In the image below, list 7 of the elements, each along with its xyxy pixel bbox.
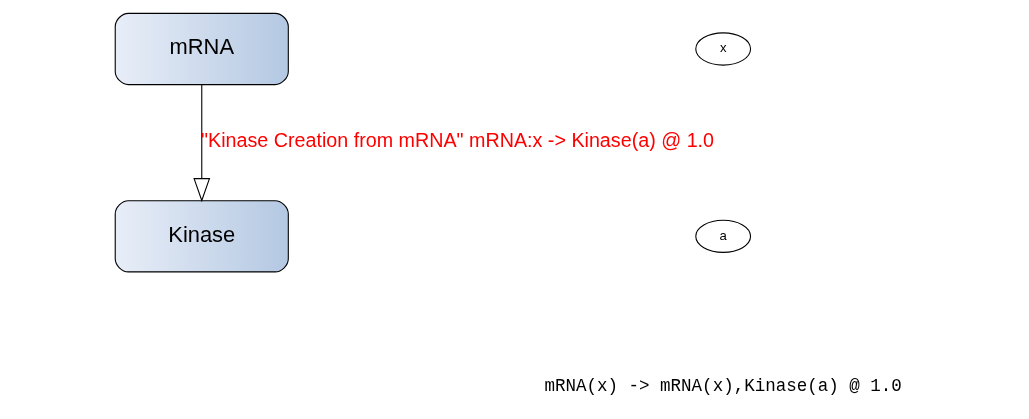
edge-label: "Kinase Creation from mRNA" mRNA:x -> Kinase(a) @ 1.0 xyxy=(201,128,715,151)
arrow xyxy=(193,83,211,202)
label: mRNA(x) -> mRNA(x),Kinase(a) @ 1.0 xyxy=(544,375,902,396)
node-box: mRNA xyxy=(114,12,289,85)
node-box: Kinase xyxy=(114,199,289,272)
node-ellipse: a xyxy=(695,219,752,253)
node-ellipse: x xyxy=(695,31,752,66)
